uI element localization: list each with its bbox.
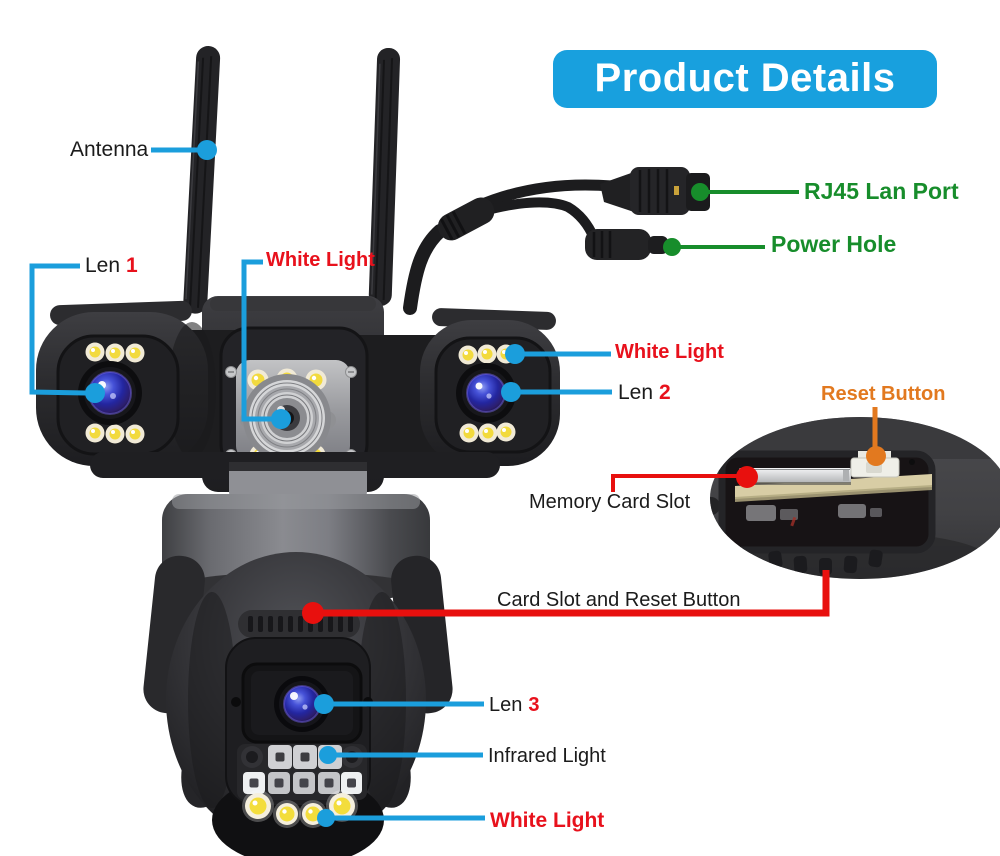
- card-slot-callout-line: [316, 570, 830, 617]
- power-connector: [585, 229, 668, 260]
- card-slot-callout-dot: [302, 602, 324, 624]
- reset-button-part: [850, 451, 900, 478]
- antenna-callout-dot: [197, 140, 217, 160]
- memory-card-callout-line: [611, 474, 738, 492]
- right-antenna: [368, 48, 401, 306]
- reset-button-callout-dot: [866, 446, 886, 466]
- left-antenna: [183, 46, 221, 314]
- left-module-leds: [85, 342, 145, 444]
- vent-ribs: [238, 610, 360, 638]
- inset-zoom: [710, 417, 1000, 579]
- len1-number: 1: [126, 254, 138, 277]
- white-light-top-label: White Light: [266, 249, 375, 271]
- pcb-edge: [735, 474, 932, 499]
- lens-3: [274, 676, 330, 732]
- len3-number: 3: [528, 694, 540, 716]
- antenna-label: Antenna: [70, 138, 149, 161]
- power-hole-callout-dot: [663, 238, 681, 256]
- len2-number: 2: [659, 381, 671, 404]
- white-light-bottom-label: White Light: [490, 809, 605, 832]
- card-slot-and-reset-button-label: Card Slot and Reset Button: [497, 589, 741, 611]
- len1-word: Len: [85, 254, 121, 277]
- bottom-white-leds: [242, 790, 358, 828]
- right-camera-module: [420, 308, 560, 466]
- memory-card-callout-dot: [736, 466, 758, 488]
- memory-card: [739, 468, 851, 485]
- pigtail-cable: [403, 179, 618, 315]
- right-module-leds: [458, 344, 516, 443]
- len1-callout-bracket: [29, 263, 87, 396]
- white-light-right-label: White Light: [615, 341, 724, 363]
- product-details-banner: Product Details: [553, 50, 937, 108]
- white-light-top-callout-bracket: [241, 259, 272, 422]
- infrared-callout-dot: [319, 746, 337, 764]
- cable-ferrite: [437, 197, 495, 241]
- len1-callout-dot: [85, 383, 105, 403]
- reset-button-label: Reset Button: [821, 383, 946, 405]
- callouts: [29, 140, 886, 827]
- white-light-top-callout-dot: [271, 409, 291, 429]
- len3-word: Len: [489, 694, 523, 716]
- white-light-bottom-callout-dot: [317, 809, 335, 827]
- white-light-right-callout-dot: [505, 344, 525, 364]
- rj45-connector: [600, 167, 710, 215]
- memory-card-slot-label: Memory Card Slot: [529, 491, 691, 513]
- len3-callout-dot: [314, 694, 334, 714]
- infrared-light-label: Infrared Light: [488, 745, 606, 767]
- rj45-lan-port-label: RJ45 Lan Port: [804, 178, 959, 204]
- len2-callout-dot: [501, 382, 521, 402]
- lens-1: [78, 361, 142, 425]
- rj45-callout-dot: [691, 183, 709, 201]
- left-camera-module: [36, 300, 216, 466]
- len2-word: Len: [618, 381, 654, 404]
- power-hole-label: Power Hole: [771, 231, 897, 257]
